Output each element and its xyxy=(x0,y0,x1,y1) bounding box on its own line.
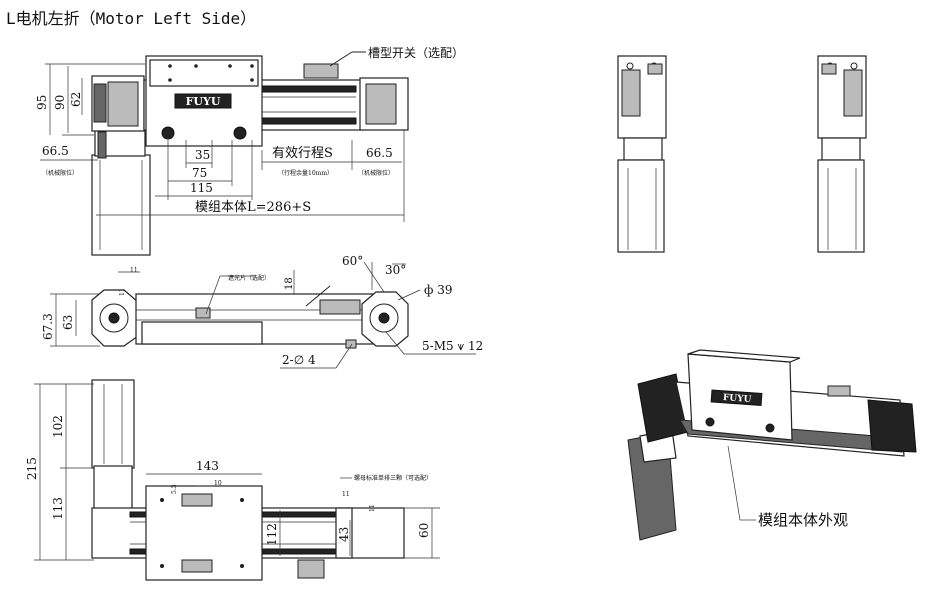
dim-90: 90 xyxy=(53,95,67,110)
dim-phi-39: ф 39 xyxy=(424,283,452,297)
drawing-title: L电机左折（Motor Left Side） xyxy=(6,9,256,28)
dim-11-a: 11 xyxy=(130,267,138,274)
dim-35: 35 xyxy=(195,148,210,162)
callout-shutter: 遮光片（选配） xyxy=(228,274,270,282)
stroke-note: （行程余量10mm） xyxy=(278,169,333,177)
dim-143: 143 xyxy=(196,459,219,473)
callout-nut-note: 螺母标准单排三颗（可选配） xyxy=(354,474,432,482)
dim-11-b: 11 xyxy=(119,288,126,296)
side-view: 遮光片（选配） 11 11 18 67.3 63 60° 30° ф 39 2-… xyxy=(41,254,483,369)
angle-60: 60° xyxy=(342,254,363,268)
dim-75: 75 xyxy=(192,166,207,180)
dim-18: 18 xyxy=(284,277,295,290)
iso-view: FUYU 模组本体外观 xyxy=(627,349,917,541)
callout-slot-switch: 槽型开关（选配） xyxy=(368,46,464,60)
dim-11-c: 11 xyxy=(342,491,350,498)
callout-appearance: 模组本体外观 xyxy=(758,511,848,529)
slot-switch-top xyxy=(303,63,339,79)
motor-body-bottom xyxy=(91,379,135,469)
end-view-left xyxy=(617,55,667,253)
top-view: FUYU 槽型开关（选配） 95 90 62 66.5 （机械限位） xyxy=(35,46,464,256)
dim-112: 112 xyxy=(265,523,279,546)
dim-66-5-left: 66.5 xyxy=(42,144,69,158)
dim-67-3: 67.3 xyxy=(41,313,55,340)
end-view-right xyxy=(817,55,867,253)
dim-43: 43 xyxy=(337,527,351,542)
dim-60: 60 xyxy=(417,523,431,538)
bottom-view: 102 113 215 143 10 5.5 112 43 60 11 11 螺… xyxy=(25,379,440,581)
dim-102: 102 xyxy=(51,415,65,438)
dim-62: 62 xyxy=(69,92,83,107)
dim-215: 215 xyxy=(25,457,39,480)
dim-115: 115 xyxy=(190,181,213,195)
mech-limit-right: （机械限位） xyxy=(358,169,394,177)
dim-10: 10 xyxy=(214,480,222,487)
dim-body-length: 模组本体L=286+S xyxy=(195,200,311,215)
dim-stroke: 有效行程S xyxy=(272,146,333,161)
brand-label-iso: FUYU xyxy=(723,393,752,405)
brand-label-top: FUYU xyxy=(186,95,221,108)
dim-63: 63 xyxy=(61,315,75,330)
dim-5-m5: 5-M5 ⩛ 12 xyxy=(422,339,483,353)
dim-11-d: 11 xyxy=(369,504,376,512)
dim-95: 95 xyxy=(35,95,49,110)
dim-66-5-right: 66.5 xyxy=(366,146,393,160)
mech-limit-left: （机械限位） xyxy=(42,169,78,177)
dim-2-holes: 2-∅ 4 xyxy=(282,353,316,367)
dim-5-5: 5.5 xyxy=(171,484,178,494)
angle-30: 30° xyxy=(385,263,406,277)
dim-113: 113 xyxy=(51,497,65,520)
motor-body-top xyxy=(91,154,151,256)
